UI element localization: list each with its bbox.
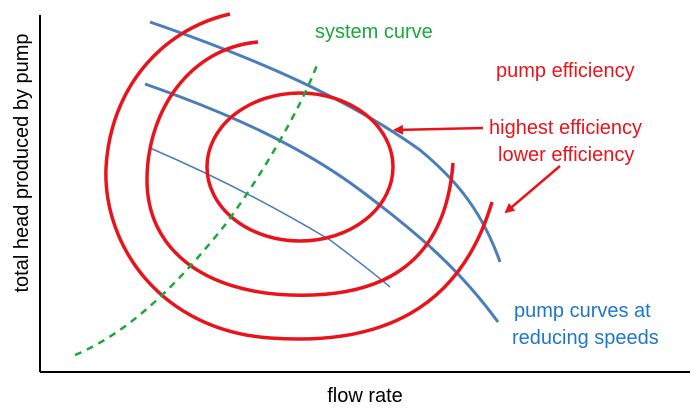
x-axis-label: flow rate: [327, 385, 403, 407]
system-curve: [74, 64, 319, 357]
pump-curve-lowest-speed: [149, 147, 391, 288]
pump-curves-label-line1: pump curves at: [514, 300, 651, 322]
system-curve-label: system curve: [315, 21, 433, 43]
pump-curve-mid-speed: [144, 82, 500, 323]
highest-efficiency-label: highest efficiency: [489, 117, 642, 139]
arrow-lower-efficiency: [504, 165, 561, 214]
efficiency-contour-highest: [205, 91, 395, 243]
pump-efficiency-label: pump efficiency: [496, 60, 635, 82]
arrow-highest-efficiency: [393, 124, 484, 135]
efficiency-contour-middle: [145, 40, 455, 297]
pump-curves-label-line2: reducing speeds: [512, 327, 659, 349]
lower-efficiency-label: lower efficiency: [498, 144, 634, 166]
y-axis-label: total head produced by pump: [11, 33, 33, 292]
pump-curve-highest-speed: [149, 20, 502, 263]
efficiency-contour-outer: [104, 12, 494, 341]
